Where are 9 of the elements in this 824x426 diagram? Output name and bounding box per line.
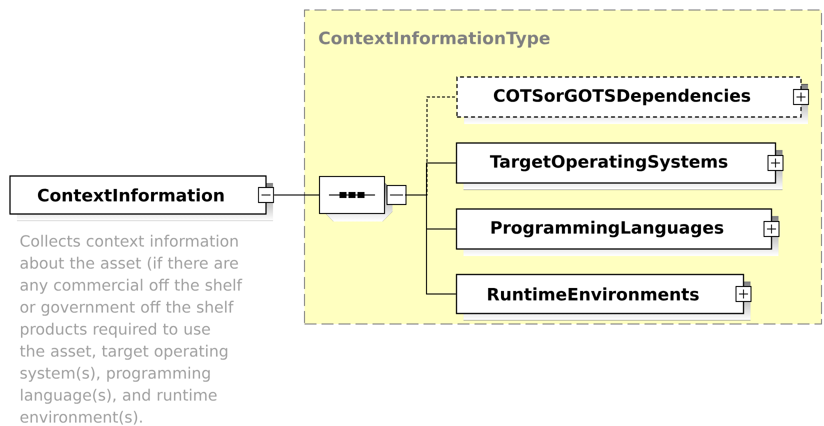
sequence-octagon (319, 176, 406, 222)
connector-line (404, 194, 456, 294)
element-box: RuntimeEnvironments (456, 274, 752, 320)
element-box: TargetOperatingSystems (456, 142, 784, 190)
element-box: ProgrammingLanguages (456, 208, 780, 256)
connector-line (274, 194, 320, 196)
element-box: COTSorGOTSDependencies (456, 76, 809, 124)
description-text: Collects context information about the asset (if there are any commercial off the shelf or government off the shelf products required to use the asset, target operating system(s), programming language(s), and runtime environment(s). (20, 234, 242, 425)
element-box: ContextInformation (9, 175, 274, 221)
